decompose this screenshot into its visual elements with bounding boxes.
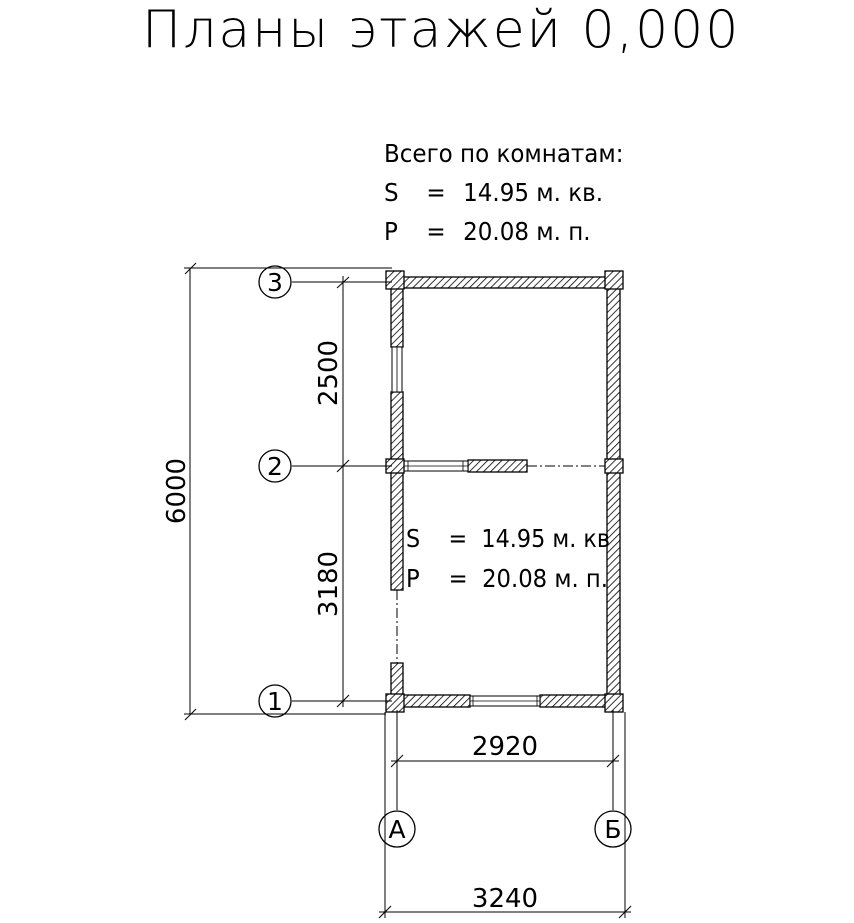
totals-area-row: S = 14.95 м. кв. [384,173,624,212]
room-perimeter-label: P = 20.08 м. п. [406,564,608,593]
totals-perimeter-row: P = 20.08 м. п. [384,212,624,251]
axis-label-3: 3 [267,268,283,297]
dimension-upper-span: 2500 [314,340,344,406]
page-title: Планы этажей 0,000 [142,0,741,60]
corner-posts [385,270,624,713]
axis-label-1: 1 [267,687,283,716]
axis-marker-1: 1 [258,684,292,718]
dimension-lines [184,262,632,919]
room-totals: Всего по комнатам: S = 14.95 м. кв. P = 20.0… [384,134,624,251]
totals-area-value: 14.95 м. кв. [463,178,604,207]
walls [389,276,621,708]
totals-heading: Всего по комнатам: [384,139,624,168]
axis-marker-2: 2 [258,449,292,483]
dimension-lower-span: 3180 [314,551,344,617]
dimension-inner-width: 2920 [472,732,538,762]
openings [391,346,541,707]
axis-label-2: 2 [267,452,283,481]
totals-area-label: S [384,178,399,207]
axis-marker-b: Б [594,810,632,848]
wall-top [389,276,621,289]
wall-right [606,276,621,708]
totals-area-eq: = [426,178,446,207]
dimension-overall-height: 6000 [162,458,192,524]
axis-marker-3: 3 [258,265,292,299]
dimension-overall-width: 3240 [472,884,538,914]
axis-lines [292,281,614,810]
totals-perimeter-label: P [384,217,398,246]
wall-left-mid [390,391,404,591]
totals-perimeter-eq: = [426,217,446,246]
partition-solid [467,459,528,473]
axis-marker-a: А [378,810,416,848]
axis-label-a: А [388,815,405,844]
room-area-label: S = 14.95 м. кв [406,524,610,553]
axis-label-b: Б [604,815,621,844]
totals-perimeter-value: 20.08 м. п. [463,217,591,246]
